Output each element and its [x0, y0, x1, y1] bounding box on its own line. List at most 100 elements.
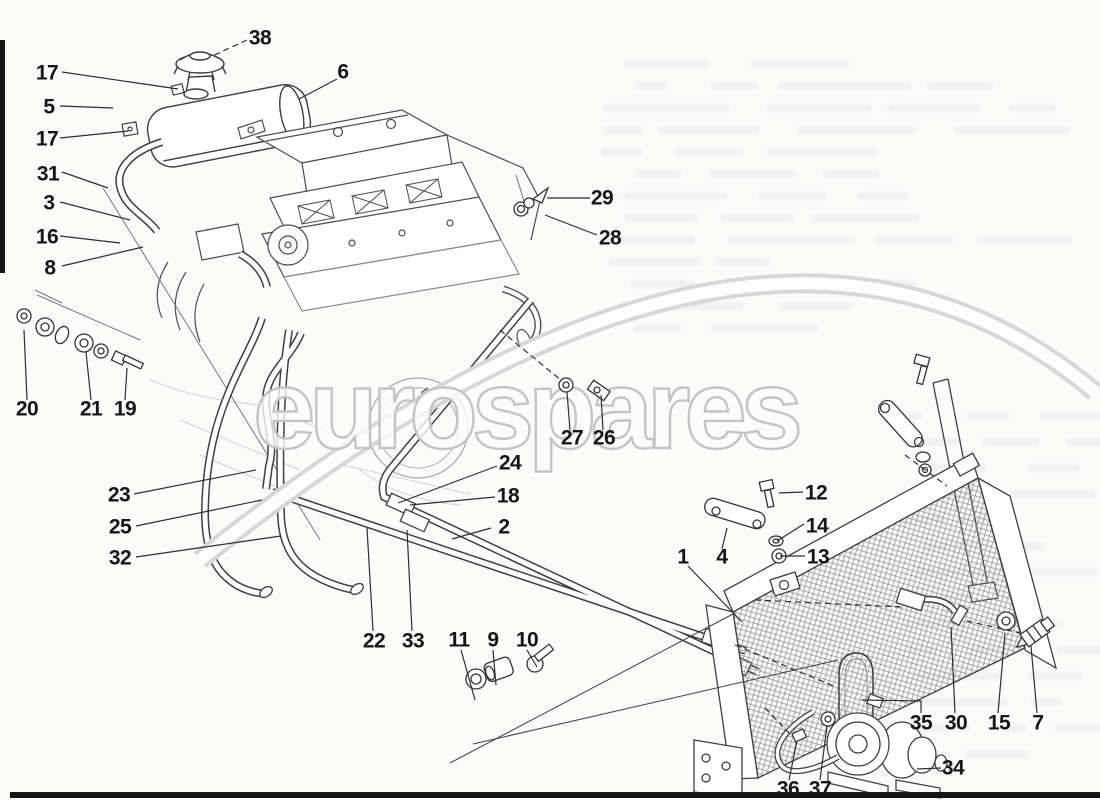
pipe-mount-hardware: [465, 643, 555, 690]
ghost-text-row: [623, 214, 698, 222]
part-label-27-17: 27: [560, 426, 584, 450]
ghost-text-row: [978, 236, 1072, 244]
leader-line-dashed: [734, 644, 837, 688]
leader-line: [566, 391, 571, 431]
ghost-text-row: [715, 258, 771, 266]
leader-line: [397, 465, 498, 504]
part-label-31-4: 31: [36, 162, 60, 186]
leader-line: [409, 496, 496, 506]
radiator-top-tab: [769, 571, 801, 597]
part-label-23-14: 23: [107, 483, 131, 507]
leader-line: [23, 329, 28, 401]
leader-line: [492, 649, 497, 686]
leader-line: [135, 535, 282, 558]
ghost-text-row: [810, 214, 920, 222]
small-washer: [820, 711, 836, 727]
part-label-35-32: 35: [909, 711, 933, 735]
ghost-text-row: [1007, 542, 1045, 550]
leader-line: [788, 740, 798, 781]
leader-line: [778, 491, 804, 494]
hardware-parts: [16, 186, 1056, 743]
watermark-text: eurospares: [253, 347, 799, 472]
part-label-7-35: 7: [1032, 711, 1044, 735]
leader-line: [1030, 645, 1038, 714]
ghost-text-row: [751, 60, 850, 68]
leader-line: [600, 394, 604, 431]
leader-line: [721, 527, 728, 550]
part-label-16-6: 16: [35, 225, 59, 249]
ghost-text-row: [1009, 104, 1056, 112]
part-label-11-29: 11: [448, 628, 470, 652]
electric-pump: [826, 693, 948, 799]
part-label-4-25: 4: [716, 545, 728, 569]
ghost-text-row: [708, 170, 797, 178]
ghost-text-row: [609, 258, 702, 266]
part-label-18-20: 18: [496, 484, 520, 508]
ghost-text-row: [964, 750, 1030, 758]
ghost-text-row: [1030, 698, 1062, 706]
part-label-38-0: 38: [248, 26, 272, 50]
page-edge-mark-bottom: [10, 792, 1100, 798]
leader-line: [687, 565, 743, 623]
part-label-10-31: 10: [515, 628, 539, 652]
ghost-text-row: [778, 302, 853, 310]
part-label-3-5: 3: [43, 191, 55, 215]
leader-line-dashed: [966, 620, 1021, 634]
ghost-text-row: [1040, 412, 1100, 420]
watermark: eurospares: [193, 273, 1100, 568]
leader-line-dashed: [499, 329, 563, 382]
leader-line: [59, 105, 114, 109]
ghost-text-row: [602, 126, 643, 134]
ghost-text-row: [981, 438, 1041, 446]
ghost-text-row: [888, 104, 981, 112]
part-label-15-34: 15: [987, 711, 1011, 735]
part-label-28-10: 28: [598, 226, 622, 250]
part-label-9-30: 9: [487, 628, 499, 652]
mount-hardware-cluster: [16, 308, 145, 370]
part-label-22-27: 22: [362, 629, 386, 653]
ghost-text-row: [720, 214, 795, 222]
leader-line: [526, 649, 538, 668]
ghost-text-row: [1057, 646, 1100, 654]
leader-line: [819, 725, 828, 781]
ghost-text-row: [764, 148, 876, 156]
leader-line: [861, 699, 922, 713]
part-label-25-15: 25: [108, 515, 132, 539]
part-label-14-23: 14: [805, 514, 829, 538]
ghost-text-row: [1028, 672, 1083, 680]
part-label-26-18: 26: [592, 426, 616, 450]
ghost-text-row: [875, 236, 953, 244]
part-label-17-1: 17: [35, 61, 59, 85]
ghost-text-row: [1028, 464, 1080, 472]
leader-line: [451, 527, 492, 540]
ghost-text-row: [1009, 490, 1097, 498]
leader-line: [124, 367, 128, 401]
ghost-text-row: [1066, 438, 1100, 446]
ghost-text-row: [892, 724, 971, 732]
ghost-text-row: [630, 280, 696, 288]
ghost-text-row: [601, 148, 642, 156]
ghost-text-row: [822, 170, 880, 178]
part-label-20-11: 20: [15, 397, 39, 421]
ghost-text-row: [857, 192, 908, 200]
ghost-text-row: [777, 82, 911, 90]
leader-line: [59, 235, 121, 244]
leader-line: [406, 529, 413, 632]
ghost-text-row: [624, 192, 727, 200]
part-label-6-8: 6: [337, 60, 349, 84]
part-label-8-7: 8: [44, 256, 56, 280]
part-label-1-26: 1: [677, 545, 689, 569]
leader-line: [997, 632, 1006, 714]
leader-line: [133, 469, 257, 495]
part-label-12-22: 12: [804, 481, 828, 505]
ghost-text-row: [623, 60, 708, 68]
leader-line: [61, 246, 144, 267]
leader-line: [61, 171, 109, 189]
ghost-text-row: [1024, 568, 1097, 576]
ghost-text-row: [710, 82, 758, 90]
ghost-text-row: [657, 126, 761, 134]
leader-line: [776, 523, 805, 542]
leader-line: [916, 767, 942, 770]
